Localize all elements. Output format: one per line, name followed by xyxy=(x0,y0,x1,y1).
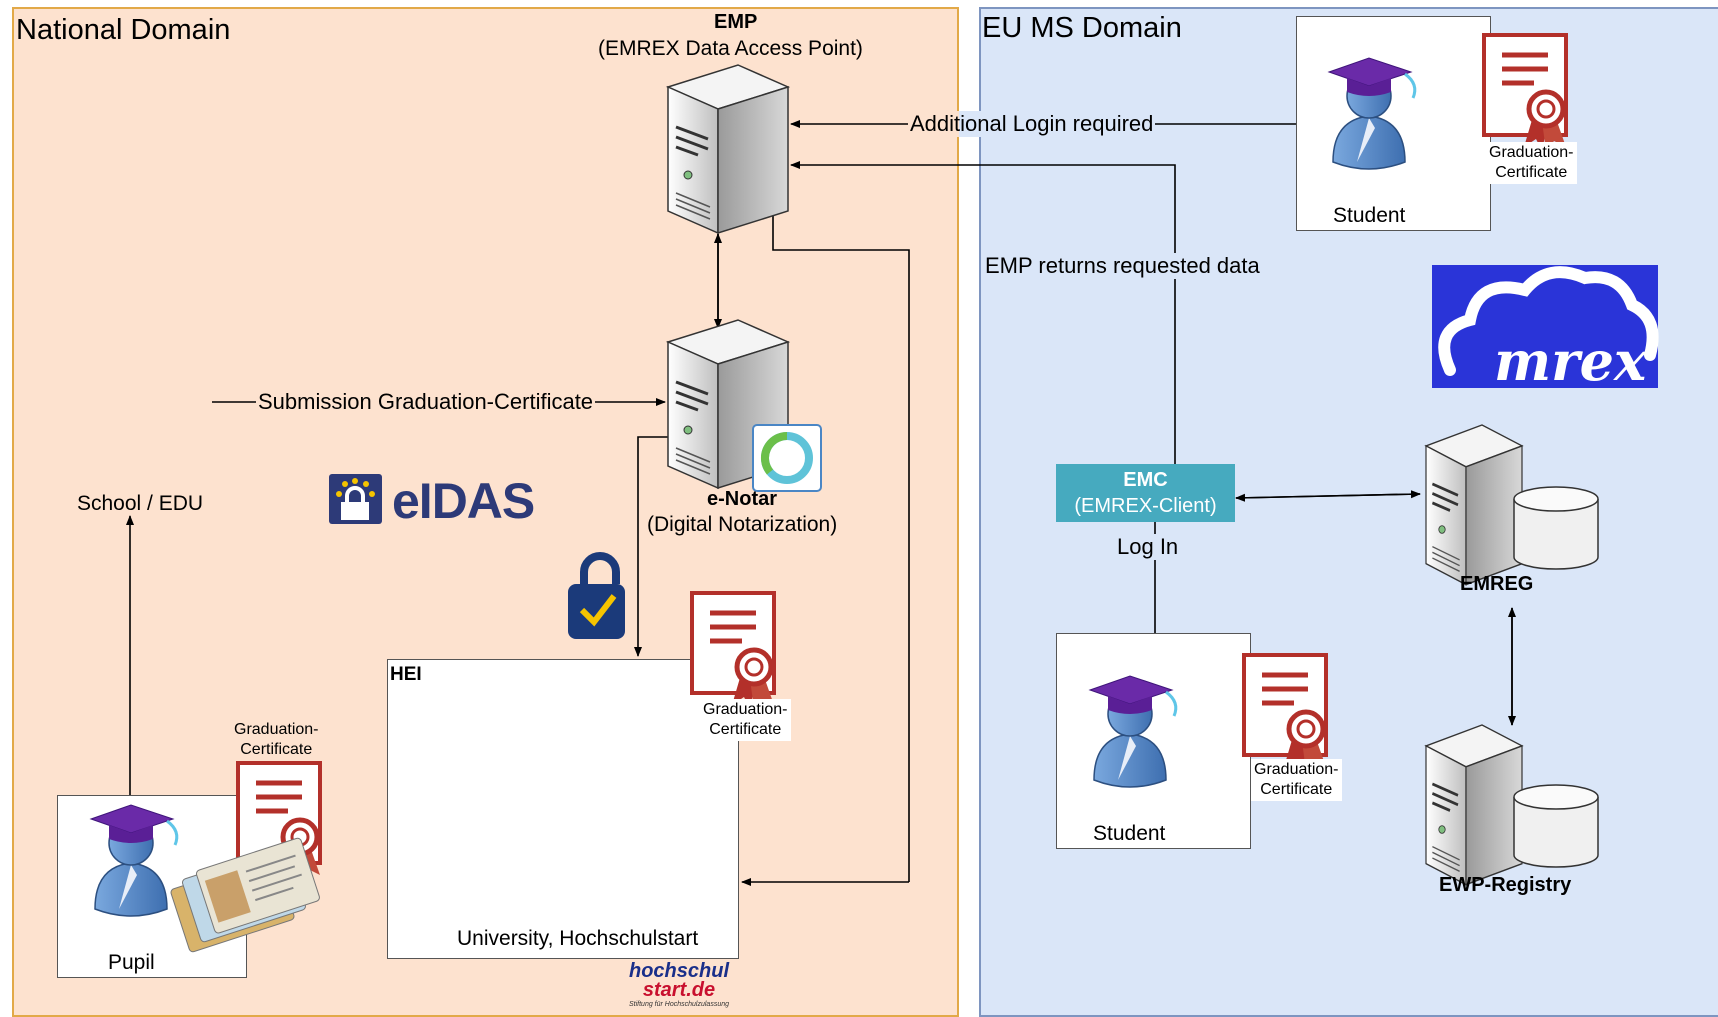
ewp-database-icon xyxy=(1513,784,1599,868)
school-label: School / EDU xyxy=(77,492,204,515)
enotar-title: e-Notar xyxy=(707,488,778,510)
certificate-label-pupil: Graduation-Certificate xyxy=(234,721,319,758)
additional-login-edge-label: Additional Login required xyxy=(908,111,1156,137)
emp-title: EMP xyxy=(714,11,758,33)
enotar-subtitle: (Digital Notarization) xyxy=(647,513,838,536)
eu-domain-title: EU MS Domain xyxy=(982,12,1182,44)
hei-title: HEI xyxy=(390,664,422,685)
emreg-server-icon xyxy=(1424,423,1524,587)
pupil-label: Pupil xyxy=(108,951,155,974)
certificate-label-hei: Graduation-Certificate xyxy=(700,699,791,741)
emc-node: EMC (EMREX-Client) xyxy=(1056,464,1235,522)
student-bottom-box xyxy=(1056,633,1251,849)
hei-box xyxy=(387,659,739,959)
emreg-database-icon xyxy=(1513,486,1599,570)
hochschulstart-logo: hochschul start.de Stiftung für Hochschu… xyxy=(628,960,729,1008)
ewp-registry-label: EWP-Registry xyxy=(1439,874,1572,896)
certificate-label-student-top: Graduation-Certificate xyxy=(1486,142,1577,184)
certificate-label-student-bottom: Graduation-Certificate xyxy=(1251,759,1342,801)
emc-subtitle: (EMREX-Client) xyxy=(1074,495,1217,517)
ewp-server-icon xyxy=(1424,723,1524,887)
emp-server-icon xyxy=(666,63,790,235)
emp-subtitle: (EMREX Data Access Point) xyxy=(598,37,863,60)
national-domain-title: National Domain xyxy=(16,14,231,46)
student-top-box xyxy=(1296,16,1491,231)
emc-title: EMC xyxy=(1123,469,1168,491)
emreg-label: EMREG xyxy=(1460,573,1534,595)
submission-edge-label: Submission Graduation-Certificate xyxy=(256,389,596,415)
student-top-label: Student xyxy=(1333,204,1406,227)
emrex-logo: mrex xyxy=(1494,329,1647,393)
eidas-logo: eIDAS xyxy=(392,473,535,529)
student-bottom-label: Student xyxy=(1093,822,1166,845)
returns-data-edge-label: EMP returns requested data xyxy=(983,253,1262,279)
login-edge-label: Log In xyxy=(1115,534,1181,560)
hei-caption: University, Hochschulstart xyxy=(457,927,699,950)
